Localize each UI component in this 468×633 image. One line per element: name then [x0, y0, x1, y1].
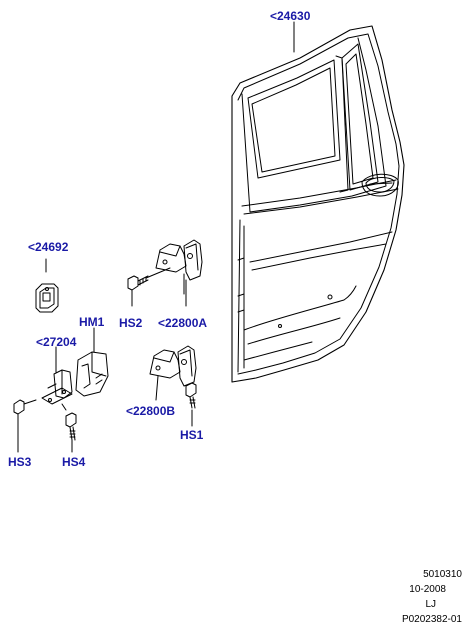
- footer-date: 10-2008: [409, 584, 446, 595]
- upper-hinge-part: [127, 239, 203, 307]
- footer-code: 5010310: [423, 569, 462, 580]
- callout-hs4[interactable]: HS4: [62, 455, 86, 469]
- callout-hs3[interactable]: HS3: [8, 455, 32, 469]
- callout-seal[interactable]: <24692: [28, 240, 69, 254]
- lower-hinge-part: [149, 345, 197, 427]
- callout-hm1[interactable]: HM1: [79, 315, 105, 329]
- callout-hs2[interactable]: HS2: [119, 316, 143, 330]
- footer-ref: P0202382-01: [401, 614, 462, 625]
- rear-door: [231, 21, 405, 383]
- callout-lower-hinge[interactable]: <22800B: [126, 404, 176, 418]
- footer-initials: LJ: [425, 599, 436, 610]
- callout-door[interactable]: <24630: [270, 9, 311, 23]
- door-seal-part: [35, 258, 59, 313]
- callout-upper-hinge[interactable]: <22800A: [158, 316, 208, 330]
- callout-hs1[interactable]: HS1: [180, 428, 204, 442]
- callout-check-strap[interactable]: <27204: [36, 335, 77, 349]
- check-strap-part: [13, 346, 77, 453]
- hm1-part: [75, 327, 109, 397]
